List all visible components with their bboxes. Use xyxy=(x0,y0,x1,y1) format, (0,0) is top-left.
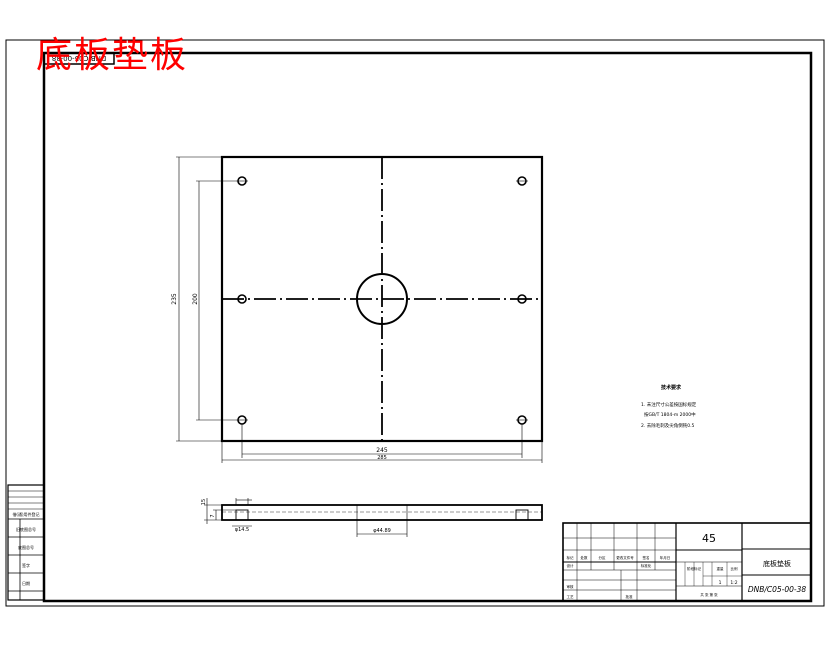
center-bore xyxy=(356,273,408,325)
tb-h-date: 年月日 xyxy=(660,555,671,560)
plate-section xyxy=(221,504,543,521)
dim-counterbore: 7 xyxy=(210,514,216,517)
dim-hole-dia: φ14.5 xyxy=(235,527,249,533)
dim-thickness: 15 xyxy=(201,499,207,505)
dim-width-holes: 245 xyxy=(376,447,388,454)
tb-h-mark: 标记 xyxy=(567,555,575,560)
overlay-title: 底板垫板 xyxy=(36,35,189,76)
code-box xyxy=(43,52,115,65)
counterbore-left xyxy=(235,509,249,521)
tb-part-name: 底板垫板 xyxy=(763,559,791,568)
notes-line-1: 1. 未注尺寸公差按国标规定 xyxy=(641,401,697,408)
thickness-dimensions xyxy=(204,498,408,537)
left-table-r4: 签字 xyxy=(22,562,30,568)
bore-section xyxy=(356,504,408,521)
title-block xyxy=(562,522,812,602)
tb-h-design: 设计 xyxy=(567,563,575,568)
hole-bottom-left xyxy=(236,415,248,425)
tb-h-check: 审核 xyxy=(567,584,575,589)
tb-h-stage-mark: 阶段标记 xyxy=(687,566,701,571)
height-dimensions xyxy=(176,156,236,442)
dim-bore-dia: φ44.89 xyxy=(373,528,391,534)
hole-mid-left xyxy=(237,294,247,304)
mounting-holes xyxy=(236,176,528,425)
tb-h-sheets: 共 张 第 张 xyxy=(700,592,718,597)
tb-h-zone: 分区 xyxy=(599,555,607,560)
hole-top-left xyxy=(236,176,248,186)
plan-view: 235 200 245 285 xyxy=(171,155,544,463)
hole-top-right xyxy=(516,176,528,186)
tb-material: 45 xyxy=(702,532,716,545)
tb-scale: 1:2 xyxy=(730,580,737,586)
hole-bottom-right xyxy=(516,415,528,425)
tb-h-sign: 签名 xyxy=(643,555,650,560)
left-table-r3: 底图总号 xyxy=(18,544,34,550)
dim-width-total: 285 xyxy=(377,455,387,461)
left-table-r5: 日期 xyxy=(22,580,30,586)
tb-h-docno: 更改文件号 xyxy=(616,555,634,560)
left-margin-table xyxy=(7,484,45,601)
counterbore-right xyxy=(515,509,529,521)
tb-h-std: 标准化 xyxy=(641,563,652,568)
tb-h-approve: 批准 xyxy=(626,594,634,599)
left-table-r2: 旧底图总号 xyxy=(16,526,36,532)
code-box-text: DNB/C05-00-38 xyxy=(52,54,106,62)
technical-notes: 技术要求 1. 未注尺寸公差按国标规定 按GB/T 1804-m 2000中 2… xyxy=(641,384,697,429)
tb-h-weight: 重量 xyxy=(717,566,725,571)
left-table-r1: 借(通)用件登记 xyxy=(12,511,39,517)
notes-line-2: 按GB/T 1804-m 2000中 xyxy=(644,411,696,418)
tb-drawing-no: DNB/C05-00-38 xyxy=(748,585,807,594)
dim-height-total: 235 xyxy=(171,293,178,305)
notes-line-3: 2. 去除毛刺及尖角倒钝0.5 xyxy=(641,422,695,429)
side-view: 15 7 φ14.5 φ44.89 xyxy=(201,498,543,537)
tb-quantity: 1 xyxy=(719,580,722,586)
tb-h-scale: 比例 xyxy=(731,566,739,571)
tb-h-count: 处数 xyxy=(581,555,589,560)
notes-title: 技术要求 xyxy=(661,384,682,391)
drawing-frame xyxy=(42,51,813,603)
hole-mid-right xyxy=(517,294,527,304)
tb-h-process: 工艺 xyxy=(567,594,575,599)
dim-height-holes: 200 xyxy=(192,293,199,305)
width-dimensions xyxy=(221,424,543,463)
sheet-outer-border xyxy=(5,39,825,607)
